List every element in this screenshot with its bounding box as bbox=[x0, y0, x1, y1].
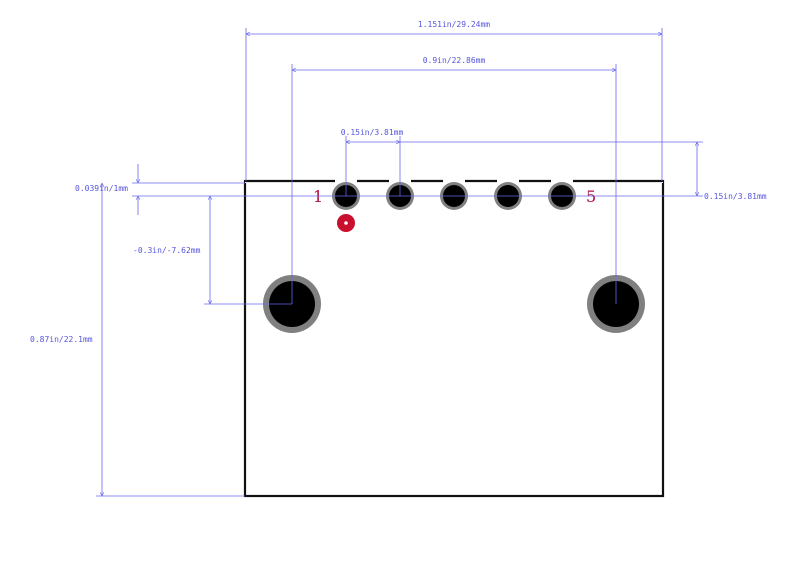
dim-mount-offset: -0.3in/-7.62mm bbox=[133, 196, 292, 305]
dim-right-offset-label: 0.15in/3.81mm bbox=[704, 192, 767, 201]
dim-top-offset: 0.039in/1mm bbox=[75, 164, 346, 215]
pin1-marker-icon bbox=[337, 214, 355, 232]
dim-overall-height-label: 0.87in/22.1mm bbox=[30, 335, 93, 344]
dim-mount-offset-label: -0.3in/-7.62mm bbox=[133, 246, 201, 255]
dim-overall-height: 0.87in/22.1mm bbox=[30, 183, 245, 497]
pin-label-first: 1 bbox=[313, 187, 323, 206]
dim-mount-spacing: 0.9in/22.86mm bbox=[291, 56, 617, 304]
dim-top-offset-label: 0.039in/1mm bbox=[75, 184, 128, 193]
component-outline bbox=[243, 179, 665, 498]
dim-overall-width-label: 1.151in/29.24mm bbox=[418, 20, 490, 29]
top-silkscreen bbox=[245, 179, 663, 183]
dim-pin-pitch: 0.15in/3.81mm bbox=[341, 128, 703, 196]
pin-label-last: 5 bbox=[586, 187, 596, 206]
dim-right-offset: 0.15in/3.81mm bbox=[346, 142, 767, 201]
dim-pin-pitch-label: 0.15in/3.81mm bbox=[341, 128, 404, 137]
dim-mount-spacing-label: 0.9in/22.86mm bbox=[423, 56, 486, 65]
dim-overall-width: 1.151in/29.24mm bbox=[245, 20, 663, 181]
